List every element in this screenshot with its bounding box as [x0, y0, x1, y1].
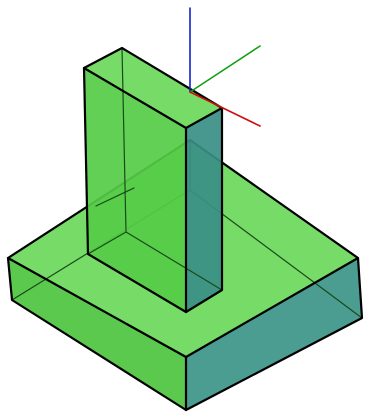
base-right-face: [186, 258, 362, 410]
column-outline: [82, 46, 224, 314]
ucs-y-axis: [189, 45, 261, 93]
column-front-face: [84, 68, 186, 312]
column-side-face: [186, 108, 222, 312]
ucs-x-axis: [189, 91, 261, 127]
base-front-face: [8, 258, 186, 410]
column-top-face: [84, 48, 222, 128]
column-hidden-mid: [95, 187, 135, 207]
ucs-axis-icon: [189, 7, 261, 127]
upright-column[interactable]: [82, 46, 224, 314]
column-hidden-vertical: [121, 47, 127, 233]
